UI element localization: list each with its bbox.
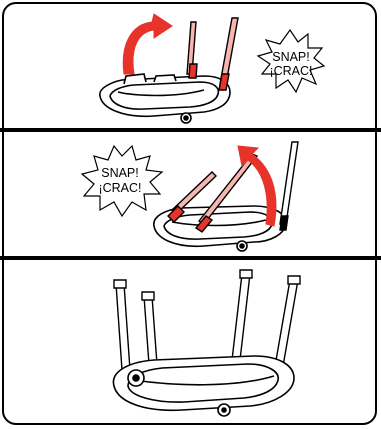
black-leg-1-icon — [114, 280, 130, 370]
step-1-illustration: SNAP! ¡CRAC! — [4, 4, 377, 128]
burst-text-line2: ¡CRAC! — [98, 181, 141, 195]
red-curved-arrow-icon — [123, 14, 172, 74]
panel-step-1: SNAP! ¡CRAC! — [4, 4, 377, 128]
burst-text-line2: ¡CRAC! — [269, 64, 312, 78]
black-leg-icon — [280, 142, 298, 230]
red-leg-front-icon — [187, 22, 197, 78]
seat-base-icon — [113, 356, 294, 416]
step-2-illustration: SNAP! ¡CRAC! — [4, 132, 377, 256]
snap-burst-icon: SNAP! ¡CRAC! — [258, 30, 324, 92]
burst-text-line1: SNAP! — [101, 166, 139, 180]
red-leg-back-icon — [219, 18, 238, 90]
seat-base-icon — [100, 74, 230, 123]
black-leg-4-icon — [274, 276, 300, 372]
panel-step-3 — [4, 260, 377, 425]
step-3-illustration — [4, 260, 377, 425]
panel-step-2: SNAP! ¡CRAC! — [4, 132, 377, 256]
black-leg-3-icon — [232, 270, 252, 360]
burst-text-line1: SNAP! — [272, 50, 310, 64]
snap-burst-icon: SNAP! ¡CRAC! — [82, 146, 162, 216]
